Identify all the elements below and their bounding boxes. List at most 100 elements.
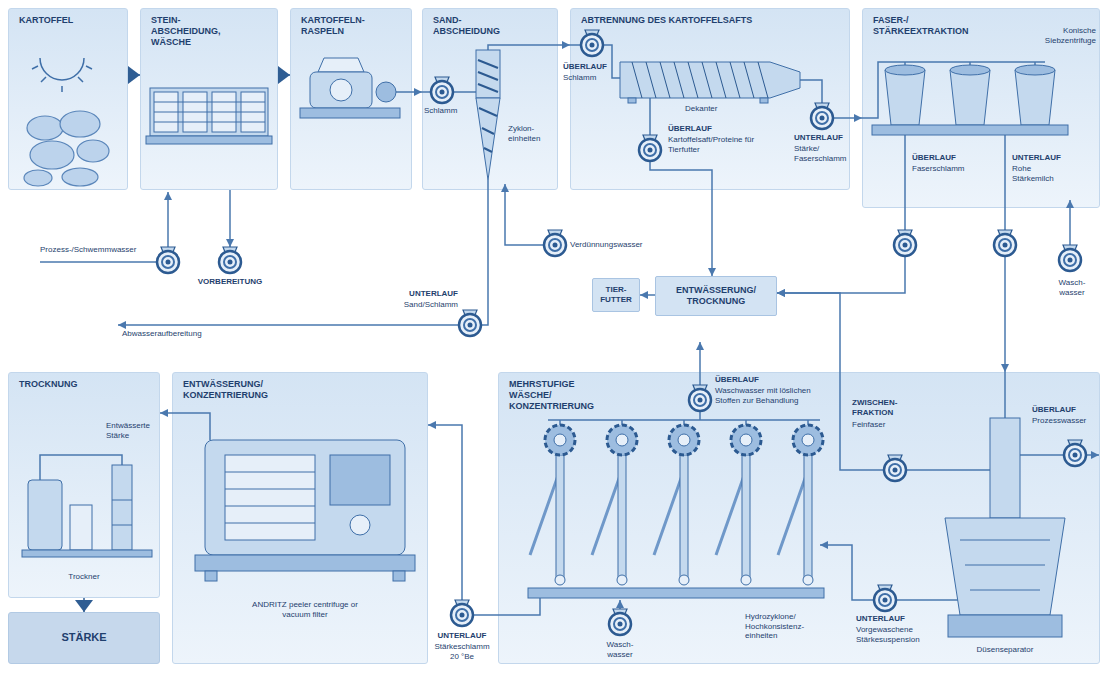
decanter-illustration	[620, 62, 800, 103]
sun-icon	[40, 58, 84, 80]
flow-label: ANDRITZ peeler centrifuge or vacuum filt…	[245, 600, 365, 619]
flow-arrow	[1069, 200, 1071, 245]
sun-icon	[32, 58, 92, 92]
pump-symbol	[894, 230, 916, 256]
panel-heading: ENTWÄSSERUNG/ KONZENTRIERUNG	[183, 379, 293, 401]
flow-label: UNTERLAUF	[431, 631, 493, 641]
flow-connector	[711, 190, 713, 276]
hydrocyclone-illustration	[731, 425, 761, 455]
grater-illustration	[300, 58, 400, 118]
grater-illustration	[376, 82, 396, 102]
flow-pipe	[560, 420, 808, 425]
pump-symbol	[609, 609, 631, 635]
hydrocyclone-illustration	[793, 425, 823, 455]
peeler-centrifuge-illustration	[393, 571, 405, 581]
flow-label: Wasch- wasser	[1050, 278, 1094, 297]
pump-symbol	[874, 585, 896, 611]
potato-illustration	[60, 111, 100, 137]
washer-illustration	[183, 92, 207, 132]
flow-label: ÜBERLAUF	[1032, 405, 1098, 415]
flow-pipe	[1004, 372, 1006, 418]
flow-pipe	[548, 411, 820, 420]
decanter-illustration	[632, 62, 768, 98]
washer-illustration	[241, 92, 265, 132]
flow-pipe	[1020, 454, 1064, 456]
hydrocyclone-illustration	[545, 425, 575, 455]
flow-label: Düsenseparator	[960, 645, 1050, 655]
flow-label: Stärke/ Faserschlamm	[794, 144, 850, 163]
flow-arrow	[619, 600, 621, 609]
hydrocyclone-illustration	[740, 434, 752, 446]
washer-illustration	[146, 136, 272, 144]
flow-label: Konische Siebzentrifuge	[1030, 26, 1096, 45]
flow-label: UNTERLAUF	[794, 133, 850, 143]
process-panel: STEIN- ABSCHEIDUNG, WÄSCHE	[140, 8, 278, 190]
hydrocyclone-illustration	[679, 575, 689, 585]
flow-label: UNTERLAUF	[1012, 153, 1072, 163]
panel-heading: SAND- ABSCHEIDUNG	[433, 15, 513, 37]
dryer-illustration	[22, 465, 152, 557]
flow-connector	[428, 425, 498, 615]
hydrocyclone-illustration	[555, 575, 565, 585]
panel-heading: STEIN- ABSCHEIDUNG, WÄSCHE	[151, 15, 246, 47]
flow-label: Vorgewaschene Stärkesuspension	[856, 625, 936, 644]
process-panel: KARTOFFELN- RASPELN	[290, 8, 412, 190]
decanter-illustration	[760, 98, 768, 103]
hydrocyclone-illustration	[680, 455, 688, 578]
process-panel: ENTWÄSSERUNG/ KONZENTRIERUNG	[172, 372, 428, 664]
sieve-centrifuge-illustration	[872, 125, 1068, 135]
pump-symbol	[811, 103, 833, 129]
decanter-illustration	[620, 62, 800, 98]
grater-illustration	[310, 72, 372, 108]
dryer-illustration	[70, 505, 92, 550]
nozzle-separator-illustration	[990, 418, 1020, 518]
hydrocyclone-illustration	[530, 470, 808, 555]
panel-heading: FASER-/ STÄRKEEXTRAKTION	[873, 15, 993, 37]
box-label: TIER- FUTTER	[595, 285, 637, 304]
cyclone-illustration	[478, 60, 498, 152]
flow-connector	[278, 74, 290, 76]
sieve-centrifuge-illustration	[872, 65, 1068, 135]
grater-illustration	[318, 58, 364, 72]
pump-symbol	[1059, 245, 1081, 271]
process-panel: SAND- ABSCHEIDUNG	[422, 8, 558, 190]
process-panel: ABTRENNUNG DES KARTOFFELSAFTS	[570, 8, 850, 190]
process-panel: MEHRSTUFIGE WÄSCHE/ KONZENTRIERUNG	[498, 372, 1100, 664]
peeler-centrifuge-illustration	[195, 555, 415, 571]
product-box: STÄRKE	[8, 612, 160, 664]
flow-connector	[128, 74, 140, 76]
hydrocyclone-illustration	[607, 425, 637, 455]
sieve-centrifuge-illustration	[950, 70, 990, 125]
pump-symbol	[581, 30, 603, 56]
washer-illustration	[212, 92, 236, 132]
flow-label: ZWISCHEN- FRAKTION	[852, 398, 914, 417]
nozzle-separator-illustration	[945, 418, 1065, 637]
panel-heading: TROCKNUNG	[19, 379, 139, 390]
sieve-centrifuge-illustration	[1015, 65, 1055, 75]
flow-arrow	[820, 545, 874, 600]
process-box: ENTWÄSSERUNG/ TROCKNUNG	[655, 276, 777, 316]
hydrocyclone-illustration	[617, 575, 627, 585]
pump-symbol	[451, 600, 473, 626]
dryer-illustration	[112, 465, 132, 550]
flow-pipe	[800, 80, 822, 103]
pump-symbol	[994, 230, 1016, 256]
flow-label: Zyklon- einheiten	[508, 124, 552, 143]
pump-symbol	[639, 135, 661, 161]
pump-symbol	[689, 385, 711, 411]
flow-connector	[558, 44, 570, 46]
flow-pipe	[40, 261, 157, 263]
potato-illustration	[62, 168, 98, 186]
decanter-illustration	[628, 98, 636, 103]
flow-label: ÜBERLAUF	[715, 375, 785, 385]
pump-symbol	[431, 77, 453, 103]
flow-pipe	[453, 91, 476, 93]
hydrocyclone-illustration	[528, 588, 824, 598]
flow-label: Rohe Stärkemilch	[1012, 164, 1072, 183]
flow-arrow	[699, 342, 701, 385]
flow-pipe	[570, 44, 581, 46]
flow-label: Stärkeschlamm 20 °Be	[431, 642, 493, 661]
flow-label: Trockner	[54, 572, 114, 582]
cyclone-illustration	[476, 50, 500, 98]
nozzle-separator-illustration	[945, 518, 1065, 615]
